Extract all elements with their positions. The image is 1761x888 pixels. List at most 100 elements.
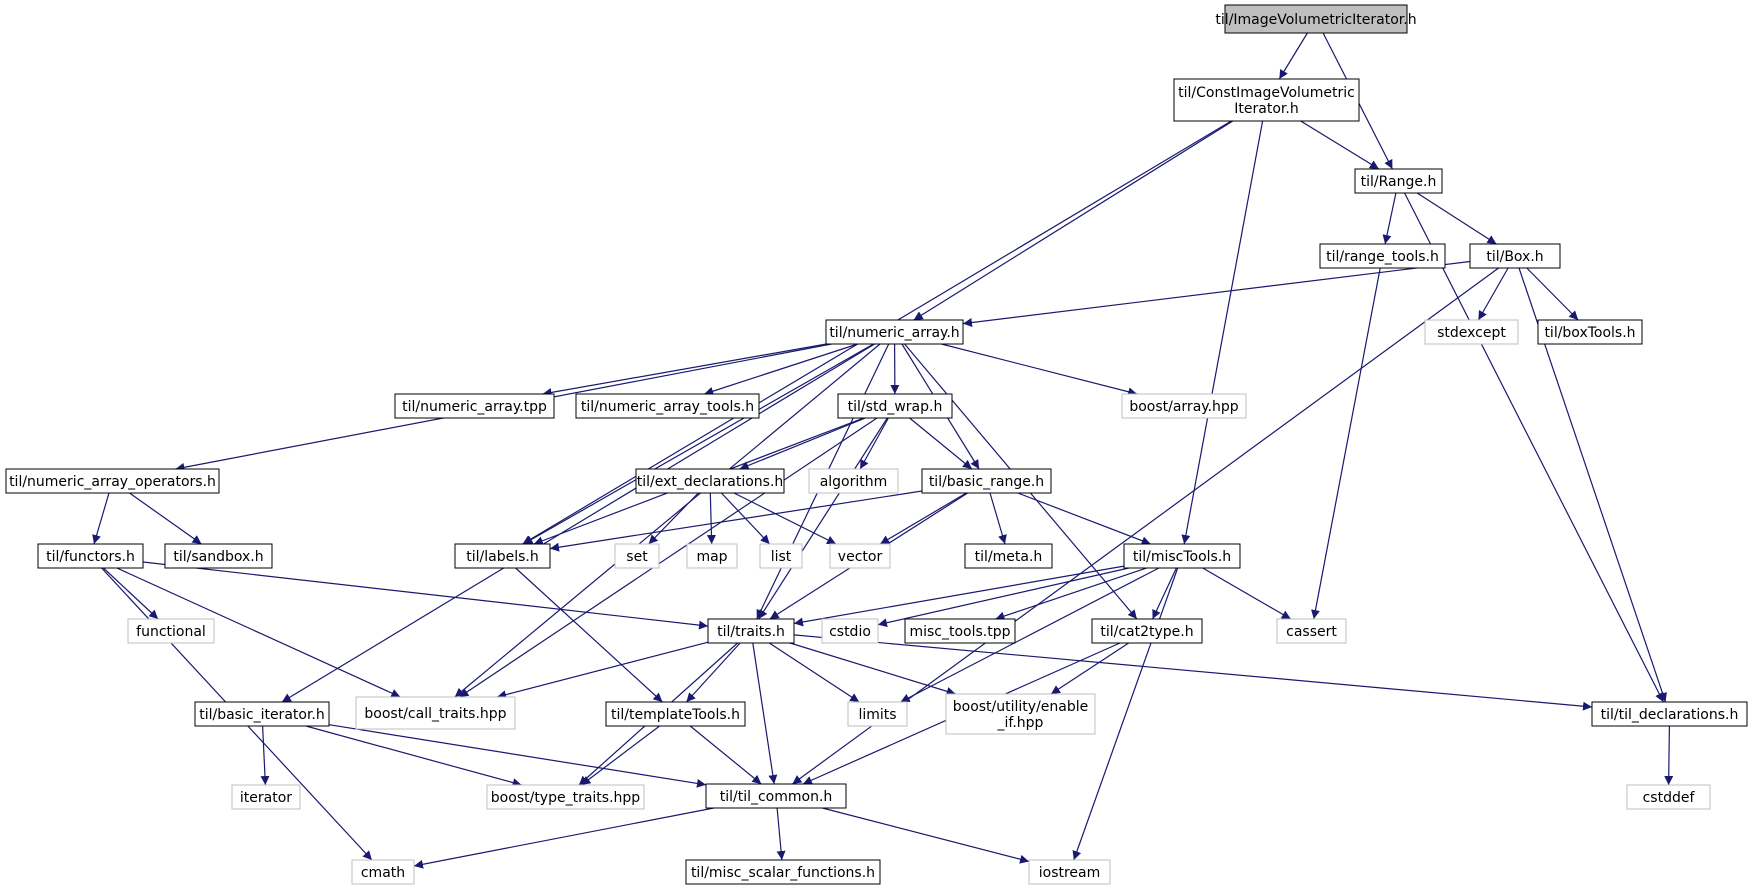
node-label: til/basic_range.h [929,474,1044,490]
node-box [837,393,953,419]
node-box [194,701,330,727]
node-til-common[interactable]: til/til_common.h [705,783,847,809]
edge-misctools-to-cstdio [877,567,1130,628]
node-meta[interactable]: til/meta.h [964,543,1053,569]
node-template-tools[interactable]: til/templateTools.h [605,701,746,727]
node-misc-scalar[interactable]: til/misc_scalar_functions.h [685,859,881,885]
node-enable-if: boost/utility/enable_if.hpp [945,693,1096,735]
node-box [351,859,415,885]
node-label: cstdio [829,624,871,640]
node-functors[interactable]: til/functors.h [37,543,144,569]
node-boost-array: boost/array.hpp [1121,393,1247,419]
edge-traits-to-til_decl [793,634,1593,711]
node-label: til/ext_declarations.h [637,474,784,490]
edge-basic_range-to-vector [879,492,967,545]
node-box [964,543,1053,569]
node-iterator: iterator [231,784,301,810]
node-label: cstddef [1643,790,1696,806]
node-label: iostream [1039,865,1101,881]
node-traits[interactable]: til/traits.h [707,618,795,644]
node-label: til/ImageVolumetricIterator.h [1215,12,1416,28]
node-box [1537,319,1643,345]
node-label: til/Box.h [1486,249,1543,265]
edge-std_wrap-to-basic_range [909,417,973,470]
edge-misctools-to-limits [900,567,1160,703]
node-label: til/functors.h [46,549,135,565]
node-label: boost/type_traits.hpp [491,790,640,806]
edge-const_iter-to-misctools [1181,120,1264,545]
node-range-tools[interactable]: til/range_tools.h [1319,243,1446,269]
edge-template_tools-to-type_traits [581,725,660,786]
edge-std_wrap-to-call_traits [459,417,878,698]
node-cmath: cmath [351,859,415,885]
node-box [1276,618,1347,644]
edge-box-to-boxtools [1526,267,1579,321]
node-range[interactable]: til/Range.h [1354,168,1443,194]
edge-misctools-to-cat2type [1152,567,1177,620]
node-limits: limits [847,701,908,727]
node-box [355,696,516,730]
node-box [1424,319,1519,345]
node-na-tpp[interactable]: til/numeric_array.tpp [394,393,555,419]
node-label: til/range_tools.h [1326,249,1439,265]
node-box [37,543,144,569]
node-label: til/numeric_array_tools.h [581,399,754,415]
edge-traits-to-template_tools [685,642,741,703]
node-label: stdexcept [1437,325,1506,341]
node-na-ops[interactable]: til/numeric_array_operators.h [5,468,220,494]
node-label: til/til_common.h [720,789,833,805]
node-label: limits [858,707,896,723]
node-box [1469,243,1561,269]
edge-traits-to-limits [768,642,860,703]
node-basic-iter[interactable]: til/basic_iterator.h [194,701,330,727]
edge-numeric_array-to-na_tpp [542,343,827,397]
edge-box-to-numeric_array [962,260,1471,327]
edge-basic_range-to-misctools [1017,492,1151,545]
node-algorithm: algorithm [808,468,899,494]
edge-ext_decl-to-map [706,492,716,545]
node-box [821,618,879,644]
node-na-tools[interactable]: til/numeric_array_tools.h [575,393,760,419]
node-box [614,543,660,569]
node-box [1173,78,1360,122]
node-box [1354,168,1443,194]
node-label: _if.hpp [997,715,1044,731]
node-labels[interactable]: til/labels.h [454,543,551,569]
edge-traits-to-enable_if [789,642,956,696]
node-label: functional [136,624,206,640]
node-label: til/boxTools.h [1544,325,1635,341]
node-label: til/std_wrap.h [848,399,943,415]
edge-functors-to-functional [102,567,159,620]
node-box [847,701,908,727]
node-box [1121,393,1247,419]
edge-std_wrap-to-ext_decl [739,417,866,470]
node-numeric-array[interactable]: til/numeric_array.h [825,319,964,345]
node-std-wrap[interactable]: til/std_wrap.h [837,393,953,419]
node-box [454,543,551,569]
node-ext-decl[interactable]: til/ext_declarations.h [635,468,785,494]
node-set: set [614,543,660,569]
node-box [1091,618,1203,644]
node-box[interactable]: til/Box.h [1469,243,1561,269]
edge-range-to-range_tools [1382,192,1397,245]
node-cat2type[interactable]: til/cat2type.h [1091,618,1203,644]
node-til-decl[interactable]: til/til_declarations.h [1591,701,1748,727]
node-label: til/labels.h [466,549,538,565]
node-cstddef: cstddef [1626,784,1711,810]
node-misctools[interactable]: til/miscTools.h [1123,543,1241,569]
node-label: til/basic_iterator.h [199,707,325,723]
node-box [825,319,964,345]
node-sandbox[interactable]: til/sandbox.h [164,543,273,569]
node-misc-tpp[interactable]: misc_tools.tpp [904,618,1016,644]
node-box [707,618,795,644]
node-label: cassert [1286,624,1337,640]
node-root[interactable]: til/ImageVolumetricIterator.h [1215,4,1417,34]
node-box [635,468,785,494]
node-box [685,859,881,885]
node-basic-range[interactable]: til/basic_range.h [921,468,1052,494]
node-boxtools[interactable]: til/boxTools.h [1537,319,1643,345]
node-list: list [759,543,803,569]
edge-functors-to-call_traits [116,567,401,698]
node-box [575,393,760,419]
